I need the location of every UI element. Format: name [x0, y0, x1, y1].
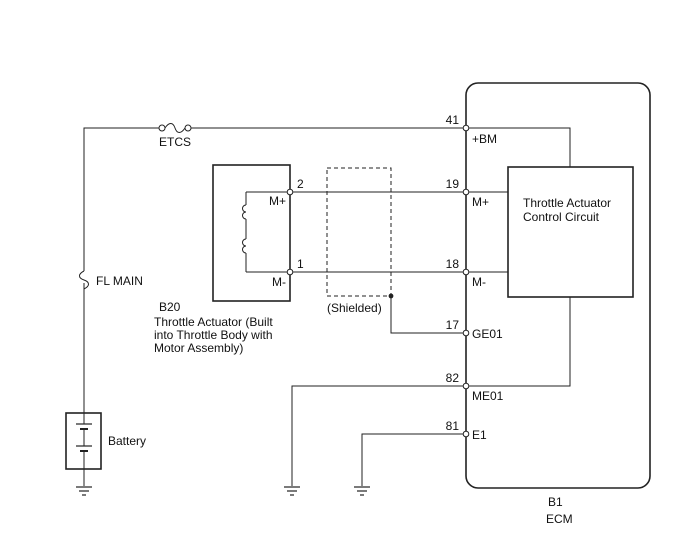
shield-outline: [326, 167, 392, 297]
fl-main-fuse-icon: [79, 264, 89, 295]
ecm-pin-number-17: 17: [446, 318, 460, 332]
actuator-pin-label-m-minus: M-: [272, 275, 286, 289]
control-circuit-block: [507, 166, 634, 298]
ecm-pin-label-m-plus: M+: [472, 195, 489, 209]
etcs-fuse-icon: [158, 123, 192, 133]
actuator-terminal-2: [286, 188, 294, 196]
wire-e1-ground: [361, 433, 466, 486]
ground-icon-me01: [284, 486, 300, 496]
actuator-terminal-1: [286, 268, 294, 276]
actuator-name-line1: Throttle Actuator (Built: [154, 315, 273, 329]
ground-icon-battery: [76, 486, 92, 496]
throttle-actuator-box: [212, 164, 291, 302]
ecm-terminal-19: [462, 188, 470, 196]
ecm-pin-label-bm: +BM: [472, 132, 497, 146]
ecm-terminal-81: [462, 430, 470, 438]
battery-icon: [76, 413, 92, 469]
ecm-pin-label-m-minus: M-: [472, 275, 486, 289]
wire-me01-internal: [466, 297, 571, 387]
actuator-pin-number-2: 2: [297, 177, 304, 191]
wire-bm-internal: [466, 127, 571, 167]
ecm-pin-number-18: 18: [446, 257, 460, 271]
ecm-terminal-41: [462, 124, 470, 132]
motor-coil-icon: [242, 191, 289, 273]
wire-me01-ground: [291, 385, 466, 486]
ecm-terminal-82: [462, 382, 470, 390]
ecm-pin-number-82: 82: [446, 371, 460, 385]
wire-flmain-to-etcs: [83, 127, 159, 271]
ecm-pin-label-ge01: GE01: [472, 327, 503, 341]
wire-shield-to-ge01: [390, 296, 466, 334]
ecm-pin-label-e1: E1: [472, 428, 487, 442]
ground-icon-e1: [354, 486, 370, 496]
ecm-name: ECM: [546, 512, 573, 526]
ecm-pin-label-me01: ME01: [472, 389, 504, 403]
etcs-fuse-label: ETCS: [159, 135, 191, 149]
actuator-pin-number-1: 1: [297, 257, 304, 271]
actuator-code: B20: [159, 300, 181, 314]
ecm-pin-number-41: 41: [446, 113, 460, 127]
actuator-name-line3: Motor Assembly): [154, 341, 243, 355]
ecm-terminal-18: [462, 268, 470, 276]
fl-main-fuse-label: FL MAIN: [96, 274, 143, 288]
ecm-pin-number-19: 19: [446, 177, 460, 191]
ecm-terminal-17: [462, 329, 470, 337]
battery-label: Battery: [108, 434, 146, 448]
actuator-pin-label-m-plus: M+: [269, 194, 286, 208]
shield-label: (Shielded): [327, 301, 382, 315]
ecm-code: B1: [548, 495, 563, 509]
control-circuit-label-line2: Control Circuit: [523, 210, 600, 224]
actuator-name-line2: into Throttle Body with: [154, 328, 273, 342]
control-circuit-label-line1: Throttle Actuator: [523, 196, 611, 210]
ecm-pin-number-81: 81: [446, 419, 460, 433]
